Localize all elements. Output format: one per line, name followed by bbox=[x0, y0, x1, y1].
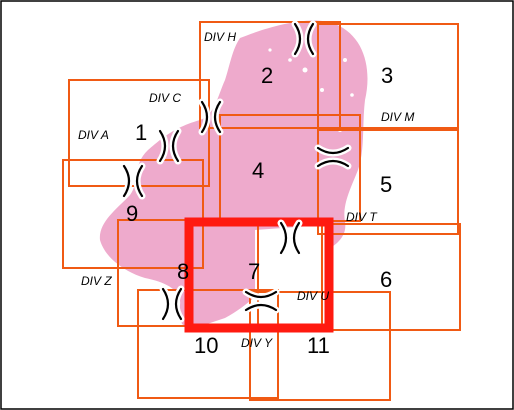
tile-number-11: 11 bbox=[307, 333, 330, 358]
double-parenthesis-connector-icon bbox=[156, 127, 182, 165]
region-label-div-z: DIV Z bbox=[81, 274, 112, 288]
tile-outline-11[interactable] bbox=[249, 291, 391, 401]
region-labels: DIV H DIV C DIV A DIV M DIV T DIV Z DIV … bbox=[78, 30, 414, 350]
tile-outline-2[interactable] bbox=[199, 21, 341, 129]
double-parenthesis-connector-icon bbox=[159, 285, 185, 323]
tile-outline-9[interactable] bbox=[62, 159, 204, 269]
tile-outlines bbox=[62, 21, 461, 401]
double-parenthesis-connector-icon bbox=[242, 288, 280, 314]
tile-number-9: 9 bbox=[126, 201, 138, 226]
tile-number-2: 2 bbox=[261, 63, 273, 88]
double-parenthesis-connector-icon bbox=[314, 144, 352, 170]
region-label-div-h: DIV H bbox=[204, 30, 236, 44]
tile-outline-5[interactable] bbox=[317, 127, 459, 235]
tile-outline-3[interactable] bbox=[317, 23, 459, 131]
tile-outline-10[interactable] bbox=[137, 289, 279, 399]
double-parenthesis-connector-icon bbox=[120, 162, 146, 200]
tile-number-7: 7 bbox=[248, 259, 260, 284]
tile-number-1: 1 bbox=[135, 120, 147, 145]
region-label-div-u: DIV U bbox=[297, 289, 329, 303]
tile-numbers: 1 2 3 4 5 6 7 8 9 10 11 bbox=[126, 63, 393, 358]
region-label-div-c: DIV C bbox=[149, 91, 181, 105]
double-parenthesis-connector-icon bbox=[277, 219, 303, 257]
selected-tile-outline[interactable] bbox=[184, 217, 334, 333]
tile-number-6: 6 bbox=[380, 267, 392, 292]
region-label-div-t: DIV T bbox=[346, 210, 378, 224]
region-label-div-a: DIV A bbox=[78, 128, 109, 142]
double-parenthesis-connector-icon bbox=[198, 98, 224, 136]
tile-number-4: 4 bbox=[252, 158, 264, 183]
region-label-div-y: DIV Y bbox=[241, 336, 273, 350]
junction-connectors bbox=[120, 20, 352, 323]
tile-number-3: 3 bbox=[381, 63, 393, 88]
region-label-div-m: DIV M bbox=[381, 110, 414, 124]
double-parenthesis-connector-icon bbox=[291, 20, 317, 58]
tile-number-10: 10 bbox=[194, 333, 218, 358]
tile-number-5: 5 bbox=[380, 172, 392, 197]
tile-number-8: 8 bbox=[177, 259, 189, 284]
